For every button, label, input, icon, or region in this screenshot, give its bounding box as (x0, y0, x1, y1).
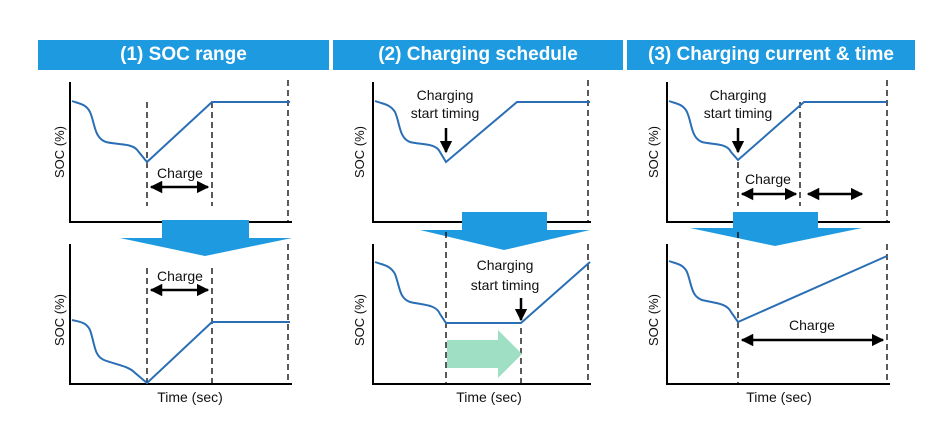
panel-2-transition-arrow (420, 212, 590, 250)
panel-1-bottom-axes (69, 244, 292, 385)
panel-3-bottom-soc-curve (668, 255, 888, 324)
panel-3-time-label: Time (sec) (746, 389, 812, 405)
panel-1-title: (1) SOC range (38, 40, 329, 70)
panel-1-bottom-charge-label: Charge (157, 268, 203, 284)
panel-1-time-label: Time (sec) (157, 389, 223, 405)
panel-2: SOC (%) Charging start timing SOC (%) Ch… (352, 80, 591, 405)
panel-1-top-charge-label: Charge (157, 165, 203, 181)
panel-3-top-charge-label: Charge (745, 171, 791, 187)
panel-2-bottom-soc-label: SOC (%) (352, 294, 367, 346)
panel-3-bottom-chart: SOC (%) Charge Time (sec) (646, 232, 890, 405)
panel-2-top-soc-curve (374, 100, 590, 164)
panel-3-top-start-label-2: start timing (704, 105, 772, 121)
panel-2-top-chart: SOC (%) Charging start timing (352, 80, 591, 223)
panel-2-bottom-start-label-2: start timing (471, 277, 539, 293)
panel-3-title: (3) Charging current & time (627, 40, 915, 70)
panel-1-bottom-chart: SOC (%) Charge Time (sec) (52, 244, 292, 405)
panel-1-top-soc-label: SOC (%) (52, 126, 67, 178)
panel-1-bottom-soc-curve (71, 319, 290, 385)
panel-2-bottom-chart: SOC (%) Charging start timing Time (sec) (352, 232, 591, 405)
panel-3-top-soc-curve (668, 100, 887, 162)
panel-3-top-soc-label: SOC (%) (646, 126, 661, 178)
panel-2-shift-arrow (447, 330, 522, 378)
panel-3: SOC (%) Charging start timing Charge SOC… (646, 80, 890, 405)
panel-2-bottom-soc-curve (374, 261, 591, 324)
panel-2-bottom-axes (372, 244, 591, 385)
panel-2-bottom-start-label-1: Charging (477, 257, 534, 273)
panel-3-top-start-label-1: Charging (710, 87, 767, 103)
panel-3-bottom-axes (666, 244, 890, 385)
panel-1: SOC (%) Charge SOC (%) Charge Time (sec) (52, 80, 292, 405)
panel-2-top-soc-label: SOC (%) (352, 126, 367, 178)
panel-3-top-chart: SOC (%) Charging start timing Charge (646, 80, 890, 223)
panel-1-top-soc-curve (71, 100, 290, 164)
panel-1-transition-arrow (120, 220, 292, 256)
panel-2-top-start-label-1: Charging (417, 87, 474, 103)
panel-1-bottom-soc-label: SOC (%) (52, 294, 67, 346)
panel-3-bottom-charge-label: Charge (789, 317, 835, 333)
panel-3-transition-arrow (690, 212, 862, 246)
panel-2-title: (2) Charging schedule (333, 40, 623, 70)
panel-2-time-label: Time (sec) (456, 389, 522, 405)
panel-3-bottom-soc-label: SOC (%) (646, 294, 661, 346)
panel-2-top-start-label-2: start timing (411, 105, 479, 121)
panel-1-top-chart: SOC (%) Charge (52, 80, 292, 223)
